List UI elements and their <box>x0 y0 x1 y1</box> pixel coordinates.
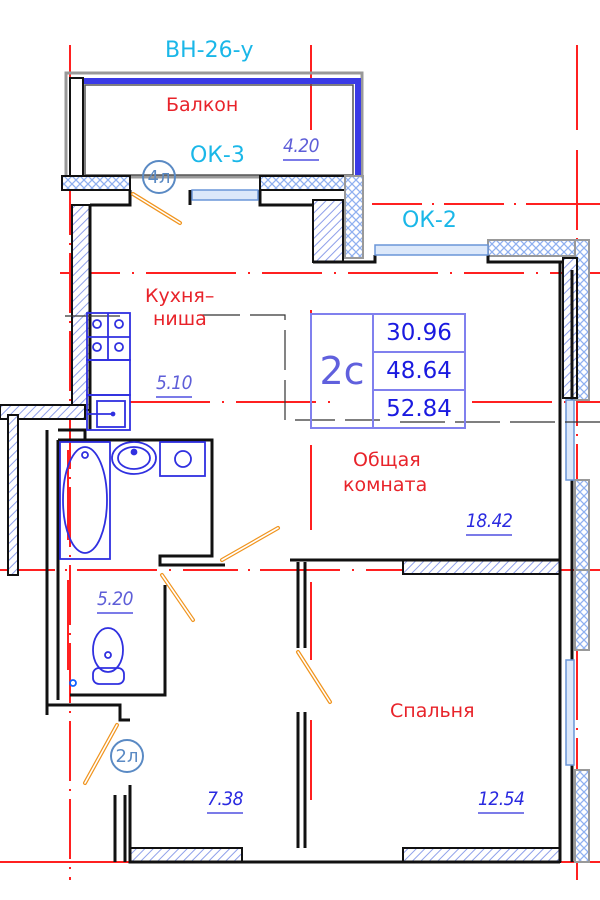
room-area-kitchen: 5.10 <box>156 374 193 398</box>
room-name-bedroom: Спальня <box>390 700 475 722</box>
interior-walls <box>45 190 574 864</box>
room-name-kitchen-line1: Кухня– <box>145 285 215 307</box>
apartment-type: 2с <box>312 315 374 427</box>
axis-lines <box>0 45 600 880</box>
door-tag-balcony: 4л <box>142 160 176 194</box>
windows <box>191 189 575 766</box>
window-tag-ok2: ОК-2 <box>402 208 457 233</box>
door-tag-entrance: 2л <box>110 739 144 773</box>
guide-lines <box>65 314 600 423</box>
kitchen-fixtures <box>86 312 131 431</box>
bathroom-fixtures <box>59 441 206 687</box>
room-area-bedroom: 12.54 <box>478 790 525 814</box>
balcony-outline <box>64 71 364 179</box>
room-area-bathroom: 5.20 <box>97 590 134 614</box>
living-area-value: 30.96 <box>374 315 464 353</box>
apartment-summary-box: 2с 30.96 48.64 52.84 <box>310 313 466 429</box>
room-name-living-line2: комната <box>343 474 428 496</box>
total-area-value: 48.64 <box>374 353 464 391</box>
balcony-glazing-tag: ВН-26-у <box>165 38 254 63</box>
room-area-hallway: 7.38 <box>207 790 244 814</box>
window-tag-ok3: ОК-3 <box>190 143 245 168</box>
total-area-with-balcony-value: 52.84 <box>386 396 452 422</box>
room-name-balcony: Балкон <box>166 94 239 116</box>
room-name-kitchen-line2: ниша <box>153 308 207 330</box>
room-name-living-line1: Общая <box>353 449 421 471</box>
room-area-living: 18.42 <box>466 512 513 536</box>
room-area-balcony: 4.20 <box>283 137 320 161</box>
exterior-walls <box>0 175 590 863</box>
